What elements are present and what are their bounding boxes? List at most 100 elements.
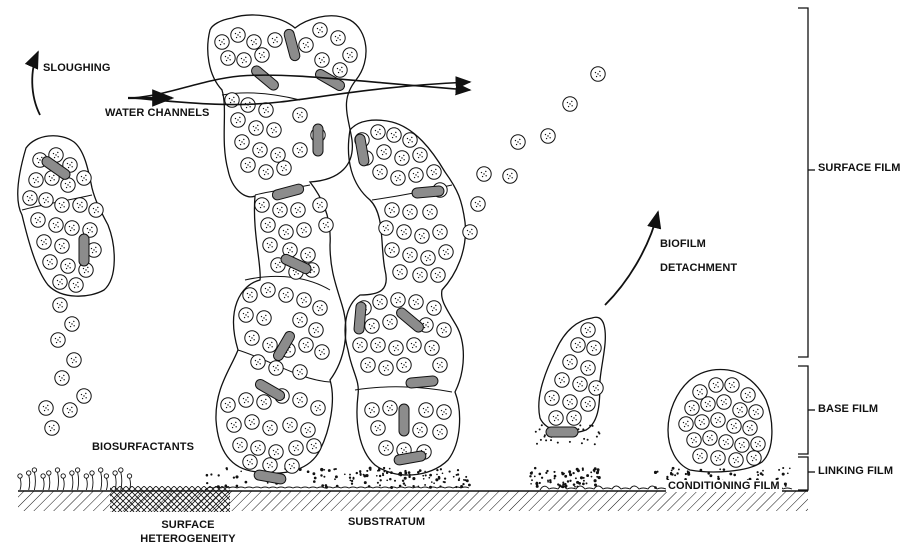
cell xyxy=(263,421,277,435)
cell xyxy=(269,361,283,375)
cell xyxy=(403,248,417,262)
cell xyxy=(23,191,37,205)
cell xyxy=(541,129,555,143)
cell xyxy=(693,449,707,463)
rod-cell xyxy=(354,302,367,335)
cell xyxy=(371,421,385,435)
cell xyxy=(277,161,291,175)
cell xyxy=(571,338,585,352)
cell xyxy=(73,198,87,212)
rod-cell xyxy=(399,404,409,436)
cell xyxy=(423,205,437,219)
biosurfactants-label: BIOSURFACTANTS xyxy=(92,441,194,453)
cell xyxy=(315,53,329,67)
cell xyxy=(268,33,282,47)
cell xyxy=(395,151,409,165)
cell xyxy=(313,23,327,37)
conditioning-film-label: CONDITIONING FILM xyxy=(666,480,782,492)
cell xyxy=(243,288,257,302)
cell xyxy=(221,398,235,412)
cell xyxy=(293,365,307,379)
rod-cell xyxy=(271,183,304,201)
rod-cell xyxy=(412,186,445,199)
cell xyxy=(373,165,387,179)
cell xyxy=(77,389,91,403)
cell xyxy=(53,298,67,312)
linking-film-label: LINKING FILM xyxy=(818,465,893,477)
cell xyxy=(55,198,69,212)
cell xyxy=(387,128,401,142)
cell xyxy=(253,143,267,157)
detachment-arrow xyxy=(605,212,658,305)
cell xyxy=(413,268,427,282)
cell xyxy=(379,361,393,375)
cell xyxy=(233,438,247,452)
cell xyxy=(377,145,391,159)
cell xyxy=(331,31,345,45)
cell xyxy=(749,405,763,419)
cell xyxy=(259,165,273,179)
cell xyxy=(573,377,587,391)
cell xyxy=(419,403,433,417)
cell xyxy=(65,317,79,331)
cell xyxy=(313,198,327,212)
rod-cell xyxy=(546,427,578,437)
cell xyxy=(679,417,693,431)
cell xyxy=(309,323,323,337)
cell xyxy=(343,48,357,62)
cell xyxy=(311,401,325,415)
cell xyxy=(267,123,281,137)
cell xyxy=(383,315,397,329)
surface-heterogeneity-label: SURFACE HETEROGENEITY xyxy=(128,518,248,546)
cell xyxy=(437,323,451,337)
cell xyxy=(263,338,277,352)
cell xyxy=(269,445,283,459)
cell xyxy=(235,135,249,149)
cell xyxy=(313,301,327,315)
cell xyxy=(31,213,45,227)
cell xyxy=(735,438,749,452)
cell xyxy=(283,418,297,432)
cell xyxy=(407,338,421,352)
cell xyxy=(727,419,741,433)
cell xyxy=(289,441,303,455)
base-film-label: BASE FILM xyxy=(818,403,878,415)
cell xyxy=(581,323,595,337)
cell xyxy=(263,238,277,252)
cell xyxy=(263,458,277,472)
cell xyxy=(503,169,517,183)
cell xyxy=(279,288,293,302)
cell xyxy=(409,168,423,182)
cell xyxy=(413,148,427,162)
cell xyxy=(589,381,603,395)
cell xyxy=(581,361,595,375)
cell xyxy=(239,308,253,322)
cell xyxy=(391,171,405,185)
cell xyxy=(365,319,379,333)
cell xyxy=(89,203,103,217)
cell xyxy=(581,397,595,411)
cell xyxy=(439,245,453,259)
cell xyxy=(39,193,53,207)
cell xyxy=(563,97,577,111)
cell xyxy=(393,265,407,279)
cell xyxy=(567,411,581,425)
cell xyxy=(477,167,491,181)
cell xyxy=(511,135,525,149)
cell xyxy=(545,391,559,405)
cell xyxy=(433,358,447,372)
cell xyxy=(437,405,451,419)
cell xyxy=(427,301,441,315)
cell xyxy=(729,453,743,467)
cell xyxy=(433,425,447,439)
cell xyxy=(703,431,717,445)
rod-cell xyxy=(313,124,323,156)
cell xyxy=(421,251,435,265)
cell xyxy=(371,125,385,139)
cell xyxy=(403,205,417,219)
cell xyxy=(397,358,411,372)
cell xyxy=(711,451,725,465)
cell xyxy=(563,355,577,369)
cell xyxy=(315,345,329,359)
sloughing-label: SLOUGHING xyxy=(43,62,111,74)
